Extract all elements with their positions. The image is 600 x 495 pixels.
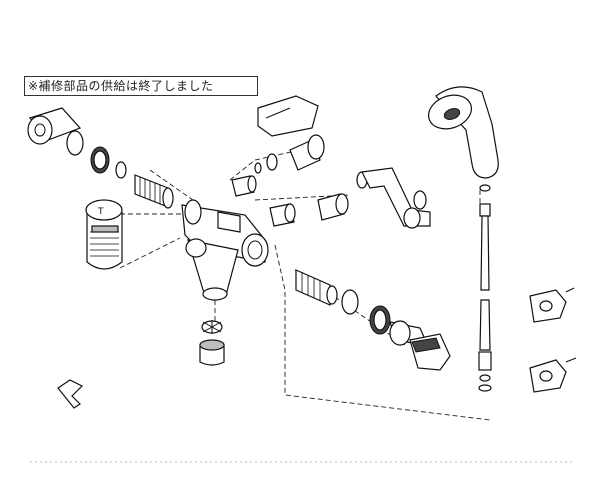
allen-key-part xyxy=(57,379,84,409)
fitting-part xyxy=(231,175,296,227)
aerator-part xyxy=(199,320,225,366)
lower-lever-cap-part xyxy=(409,333,451,371)
thermostat-handle-part: T xyxy=(85,199,123,270)
faucet-body-part xyxy=(181,199,269,301)
spout-arm-part xyxy=(317,167,431,229)
discontinued-notice: ※補修部品の供給は終了しました xyxy=(24,76,258,96)
thermo-cartridge-part xyxy=(134,174,174,209)
shower-head-part xyxy=(428,86,499,179)
hose-hook-part xyxy=(529,287,577,393)
lever-cap-part xyxy=(27,107,127,179)
lower-cartridge-part xyxy=(295,269,430,347)
lever-handle-part xyxy=(254,95,325,174)
shower-hose-part xyxy=(478,184,492,392)
svg-text:T: T xyxy=(97,207,104,217)
